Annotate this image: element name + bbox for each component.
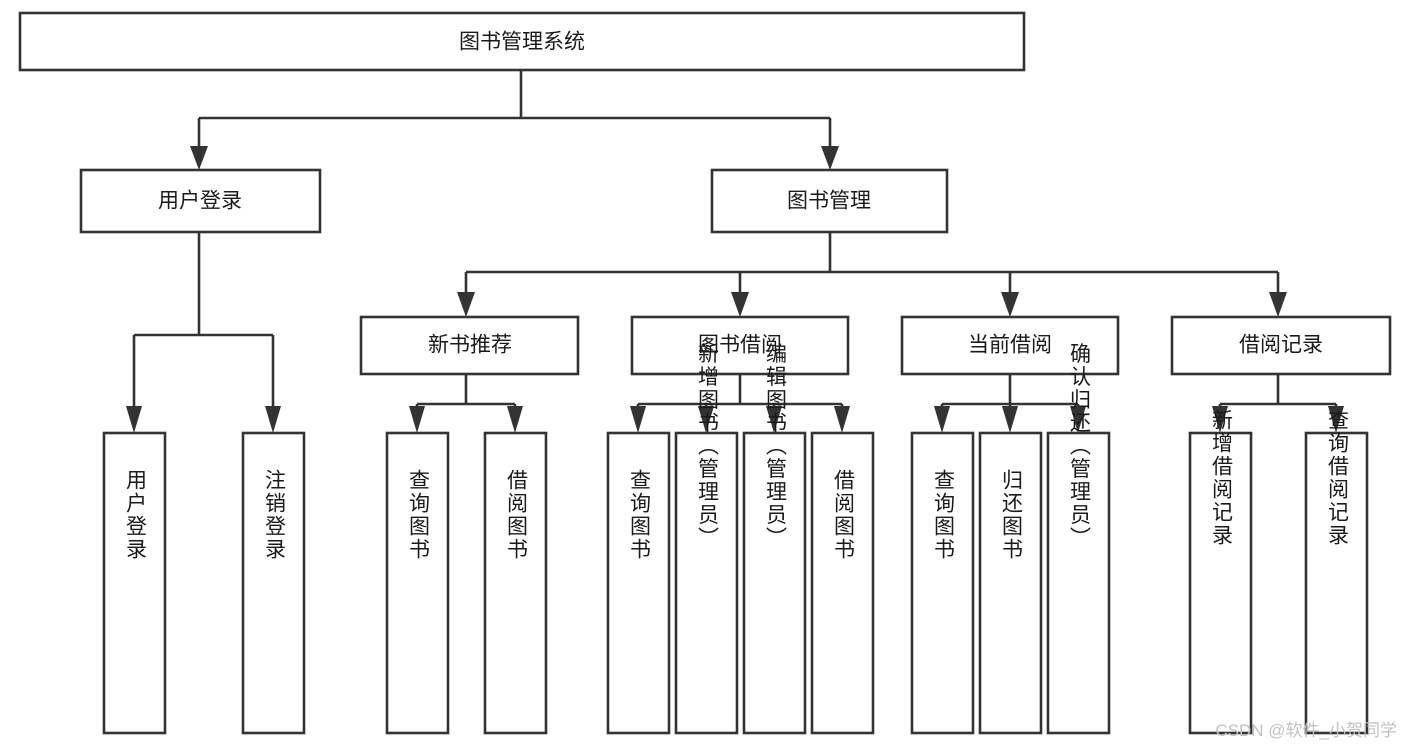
arrow-to-leaf-add-book: [698, 406, 714, 433]
node-leaf-borrow-book-1-box[interactable]: [483, 431, 548, 735]
node-user-login-label: 用户登录: [158, 190, 242, 213]
node-current-borrow-box[interactable]: [900, 315, 1120, 376]
node-leaf-query-book-3-label: 查询图书: [932, 469, 956, 561]
node-leaf-borrow-book-1[interactable]: 借阅图书: [483, 431, 548, 735]
node-new-book-recommend[interactable]: 新书推荐: [359, 315, 580, 376]
arrow-to-leaf-add-record: [1212, 406, 1228, 433]
node-leaf-query-book-3-box[interactable]: [910, 431, 975, 735]
node-leaf-add-record[interactable]: 新增借阅记录: [1188, 409, 1253, 735]
arrow-to-leaf-confirm-return: [1070, 406, 1086, 433]
arrow-to-current-borrow: [1001, 292, 1019, 317]
node-borrow-record-label: 借阅记录: [1239, 334, 1323, 357]
node-leaf-add-book-box[interactable]: [674, 431, 739, 735]
node-leaf-borrow-book-2-label: 借阅图书: [832, 469, 856, 561]
node-new-book-recommend-label: 新书推荐: [428, 334, 512, 357]
node-leaf-edit-book-box[interactable]: [742, 431, 807, 735]
node-leaf-confirm-return-box[interactable]: [1046, 431, 1111, 735]
node-new-book-recommend-box[interactable]: [359, 315, 580, 376]
arrow-to-leaf-query-book-2: [630, 406, 646, 433]
node-user-login-box[interactable]: [79, 168, 322, 234]
node-leaf-add-book[interactable]: 新增图书（管理员）: [674, 343, 739, 735]
node-leaf-query-book-2-box[interactable]: [606, 431, 671, 735]
arrow-to-borrow-record: [1269, 292, 1287, 317]
node-leaf-query-book-2-label: 查询图书: [628, 469, 652, 561]
arrow-to-leaf-query-book-1: [409, 406, 425, 433]
node-leaf-query-book-3[interactable]: 查询图书: [910, 431, 975, 735]
arrow-to-leaf-borrow-book-2: [834, 406, 850, 433]
node-leaf-edit-book-label: 编辑图书（管理员）: [764, 343, 788, 550]
node-current-borrow[interactable]: 当前借阅: [900, 315, 1120, 376]
node-borrow-record-box[interactable]: [1170, 315, 1392, 376]
node-root[interactable]: 图书管理系统: [18, 11, 1026, 72]
arrow-to-new-book-recommend: [457, 292, 475, 317]
node-leaf-confirm-return[interactable]: 确认归还（管理员）: [1046, 343, 1111, 735]
node-leaf-borrow-book-1-label: 借阅图书: [505, 469, 529, 561]
node-root-label: 图书管理系统: [459, 31, 585, 54]
node-leaf-confirm-return-label: 确认归还（管理员）: [1068, 343, 1092, 550]
csdn-watermark: CSDN @软件_小贺同学: [1215, 721, 1397, 740]
node-leaf-query-record[interactable]: 查询借阅记录: [1304, 409, 1369, 735]
node-leaf-user-login-box[interactable]: [102, 431, 167, 735]
arrow-to-leaf-user-login: [126, 406, 142, 433]
arrow-to-leaf-borrow-book-1: [507, 406, 523, 433]
node-leaf-borrow-book-2[interactable]: 借阅图书: [810, 431, 875, 735]
node-leaf-user-logout[interactable]: 注销登录: [241, 431, 306, 735]
node-borrow-record[interactable]: 借阅记录: [1170, 315, 1392, 376]
node-current-borrow-label: 当前借阅: [968, 334, 1052, 357]
node-leaf-query-record-label: 查询借阅记录: [1326, 409, 1350, 547]
node-leaf-edit-book[interactable]: 编辑图书（管理员）: [742, 343, 807, 735]
node-book-manage[interactable]: 图书管理: [710, 168, 949, 234]
node-book-manage-box[interactable]: [710, 168, 949, 234]
node-leaf-return-book-box[interactable]: [978, 431, 1043, 735]
node-book-borrow-label: 图书借阅: [698, 334, 782, 357]
node-root-box[interactable]: [18, 11, 1026, 72]
arrow-to-leaf-edit-book: [766, 406, 782, 433]
arrow-to-leaf-user-logout: [265, 406, 281, 433]
node-leaf-user-logout-box[interactable]: [241, 431, 306, 735]
node-leaf-user-login-label: 用户登录: [124, 469, 148, 561]
node-leaf-add-record-label: 新增借阅记录: [1210, 409, 1234, 547]
node-leaf-user-logout-label: 注销登录: [263, 469, 287, 561]
node-leaf-user-login[interactable]: 用户登录: [102, 431, 167, 735]
node-leaf-query-book-1-label: 查询图书: [407, 469, 431, 561]
connector-layer: [126, 70, 1344, 433]
node-leaf-borrow-book-2-box[interactable]: [810, 431, 875, 735]
arrow-to-book-borrow: [731, 292, 749, 317]
node-user-login[interactable]: 用户登录: [79, 168, 322, 234]
node-book-manage-label: 图书管理: [787, 190, 871, 213]
node-book-borrow[interactable]: 图书借阅: [630, 315, 850, 376]
node-leaf-add-book-label: 新增图书（管理员）: [696, 343, 720, 550]
node-leaf-query-book-1-box[interactable]: [385, 431, 450, 735]
node-leaf-return-book-label: 归还图书: [1000, 469, 1024, 561]
node-leaf-return-book[interactable]: 归还图书: [978, 431, 1043, 735]
arrow-to-user-login: [190, 146, 208, 170]
node-leaf-query-record-box[interactable]: [1304, 431, 1369, 735]
arrow-to-leaf-query-book-3: [934, 406, 950, 433]
arrow-to-leaf-query-record: [1328, 406, 1344, 433]
arrow-to-leaf-return-book: [1002, 406, 1018, 433]
arrow-to-book-manage: [821, 146, 839, 170]
node-leaf-query-book-2[interactable]: 查询图书: [606, 431, 671, 735]
node-leaf-query-book-1[interactable]: 查询图书: [385, 431, 450, 735]
node-book-borrow-box[interactable]: [630, 315, 850, 376]
node-leaf-add-record-box[interactable]: [1188, 431, 1253, 735]
